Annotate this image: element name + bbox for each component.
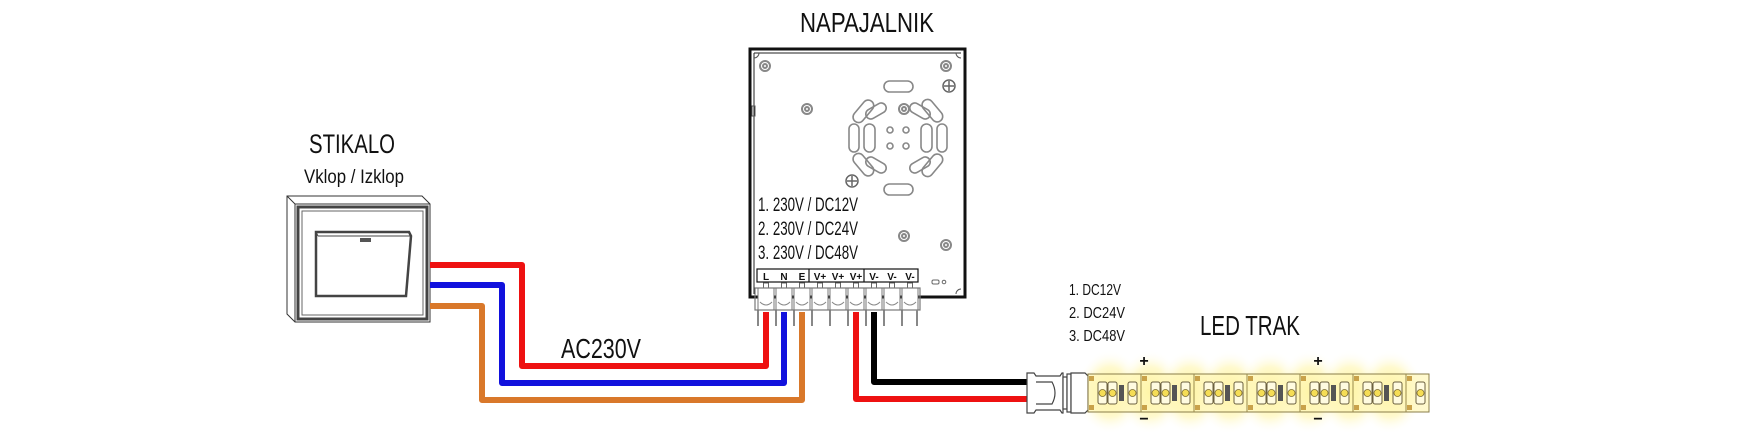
led-segment: [1140, 374, 1191, 412]
terminal-screw[interactable]: [883, 282, 901, 326]
fan-vent-icon: [848, 80, 948, 196]
led-segment: [1193, 374, 1244, 412]
terminal-label-l: L: [763, 272, 769, 283]
strip-option-3: 3. DC48V: [1069, 328, 1125, 345]
terminal-screw[interactable]: [901, 282, 919, 326]
terminal-label-n: N: [780, 272, 787, 283]
power-supply: NAPAJALNIK: [748, 7, 967, 326]
neutral-wire: [430, 282, 787, 386]
strip-connector[interactable]: [1026, 372, 1089, 414]
dc-negative-wire: [871, 312, 1027, 385]
terminal-label-strip: [756, 268, 919, 283]
terminal-screw[interactable]: [847, 282, 865, 326]
ac-voltage-label: AC230V: [561, 333, 641, 364]
ac-wires: [430, 262, 805, 403]
psu-option-3: 3. 230V / DC48V: [758, 243, 858, 264]
dc-wires: [853, 312, 1027, 402]
strip-minus-label-1: −: [1139, 411, 1148, 428]
terminal-label-vminus: V-: [887, 272, 896, 283]
terminal-label-vminus: V-: [869, 272, 878, 283]
led-segment: [1089, 376, 1138, 410]
led-segment: [1405, 374, 1426, 412]
terminal-label-vplus: V+: [850, 272, 863, 283]
power-supply-title: NAPAJALNIK: [800, 7, 934, 38]
psu-option-2: 2. 230V / DC24V: [758, 219, 858, 240]
terminal-screw[interactable]: [811, 282, 829, 326]
phillips-screw-icon: [845, 79, 956, 188]
mounting-screws: [759, 60, 952, 251]
psu-option-1: 1. 230V / DC12V: [758, 195, 858, 216]
switch-subtitle: Vklop / Izklop: [304, 167, 404, 188]
dc-positive-wire: [853, 312, 1027, 402]
strip-plus-label-2: +: [1313, 353, 1322, 370]
terminal-label-vplus: V+: [832, 272, 845, 283]
led-strip: + − + − LED TRAK 1. DC12V 2. DC24V 3. DC…: [1026, 282, 1430, 434]
terminal-screw[interactable]: [829, 282, 847, 326]
terminal-label-vplus: V+: [814, 272, 827, 283]
indicator-icon: [360, 238, 371, 242]
switch-title: STIKALO: [309, 129, 395, 159]
terminal-block: [754, 282, 921, 326]
switch: STIKALO Vklop / Izklop: [286, 129, 431, 323]
strip-plus-label-1: +: [1139, 353, 1148, 370]
live-wire: [430, 262, 769, 369]
strip-option-2: 2. DC24V: [1069, 305, 1125, 322]
led-segment: [1246, 374, 1297, 412]
strip-option-1: 1. DC12V: [1069, 282, 1121, 299]
rocker-button[interactable]: [314, 230, 413, 298]
led-segment: [1352, 374, 1403, 412]
status-led-icon: [931, 279, 940, 285]
terminal-label-e: E: [799, 272, 806, 283]
led-strip-title: LED TRAK: [1200, 310, 1300, 341]
earth-wire: [430, 303, 805, 403]
led-segment: [1299, 374, 1350, 412]
strip-minus-label-2: −: [1313, 411, 1322, 428]
terminal-label-vminus: V-: [905, 272, 914, 283]
